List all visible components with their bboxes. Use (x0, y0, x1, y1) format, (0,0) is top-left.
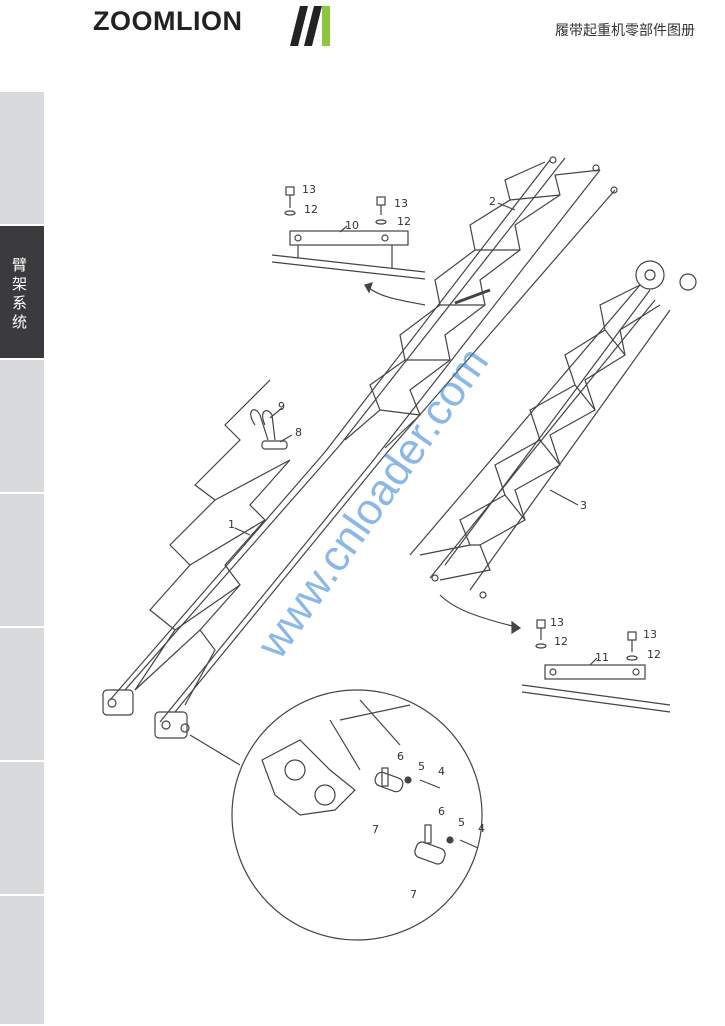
section-tab-label: 臂架系统 (12, 256, 28, 331)
part-11-assembly (439, 594, 671, 713)
callout-13a: 13 (302, 183, 316, 196)
boom-section-3 (409, 260, 697, 599)
callout-8: 8 (295, 426, 302, 439)
section-tab-5[interactable] (0, 628, 44, 762)
section-tab-1[interactable] (0, 92, 44, 226)
page-header: ZOOMLION 履带起重机零部件图册 (0, 0, 725, 55)
callout-12d: 12 (647, 648, 661, 661)
boom-section-1 (102, 379, 386, 739)
callout-10: 10 (345, 219, 359, 232)
callout-12c: 12 (554, 635, 568, 648)
brand-logo: ZOOMLION (93, 6, 243, 36)
part-8-pin (250, 409, 288, 450)
logo-slash-icon (290, 6, 322, 46)
callout-6a: 6 (397, 750, 404, 763)
callout-3: 3 (580, 499, 587, 512)
header-title-panel (330, 6, 725, 46)
callout-1: 1 (228, 518, 235, 531)
callout-2: 2 (489, 195, 496, 208)
section-tab-3[interactable] (0, 360, 44, 494)
callout-13c: 13 (550, 616, 564, 629)
callout-5a: 5 (418, 760, 425, 773)
detail-view-circle (189, 689, 483, 941)
callout-13d: 13 (643, 628, 657, 641)
callout-4a: 4 (438, 765, 445, 778)
callout-9: 9 (278, 400, 285, 413)
callout-7b: 7 (410, 888, 417, 901)
section-tab-6[interactable] (0, 762, 44, 896)
callout-11: 11 (595, 651, 609, 664)
callout-13b: 13 (394, 197, 408, 210)
part-10-assembly (271, 186, 426, 306)
section-tab-boom-system[interactable]: 臂架系统 (0, 226, 44, 360)
page-title: 履带起重机零部件图册 (555, 23, 695, 39)
callout-12b: 12 (397, 215, 411, 228)
callout-12a: 12 (304, 203, 318, 216)
boom-section-2 (324, 156, 618, 463)
callout-5b: 5 (458, 816, 465, 829)
callout-7a: 7 (372, 823, 379, 836)
section-tab-4[interactable] (0, 494, 44, 628)
section-tab-7[interactable] (0, 896, 44, 1026)
callout-4b: 4 (478, 822, 485, 835)
parts-diagram: 1 2 3 4 4 5 5 6 6 7 7 8 9 10 11 12 12 12… (102, 156, 697, 941)
callout-6b: 6 (438, 805, 445, 818)
section-tabs: 臂架系统 (0, 92, 44, 1026)
